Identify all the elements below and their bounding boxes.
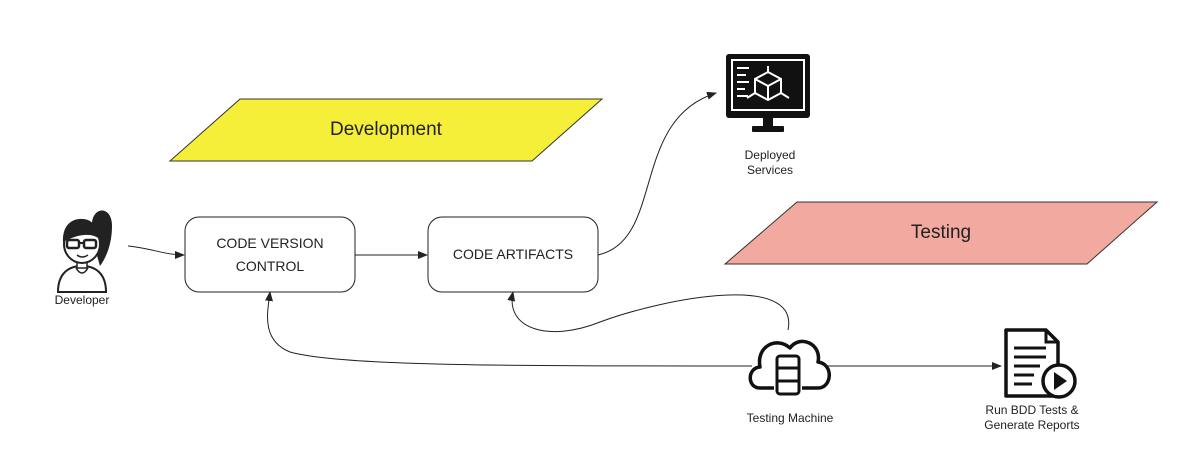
edge-developer-to-vcs [127, 245, 185, 259]
deployed-node: Deployed Services [726, 54, 810, 177]
edge-testing-to-artifacts [507, 291, 790, 333]
artifacts-node: CODE ARTIFACTS [427, 216, 599, 293]
edge-artifacts-to-deployed [597, 91, 717, 256]
deployed-label-line1: Deployed [745, 148, 796, 162]
document-play-icon [1004, 328, 1077, 399]
reports-node: Run BDD Tests & Generate Reports [984, 328, 1080, 432]
monitor-icon [726, 54, 810, 132]
vcs-label-line2: CONTROL [236, 258, 305, 274]
testing-label: Testing [911, 222, 971, 243]
artifacts-label: CODE ARTIFACTS [453, 246, 573, 262]
reports-label-line1: Run BDD Tests & [985, 403, 1078, 417]
deployed-label-line2: Services [747, 163, 793, 177]
developer-avatar-icon [56, 210, 112, 293]
reports-label-line2: Generate Reports [984, 418, 1079, 432]
testing-machine-label: Testing Machine [747, 411, 834, 425]
developer-label: Developer [55, 293, 110, 307]
development-label: Development [330, 119, 443, 140]
vcs-box [184, 216, 356, 293]
vcs-label-line1: CODE VERSION [216, 235, 323, 251]
development-phase: Development [168, 98, 604, 162]
testing-phase: Testing [723, 201, 1159, 265]
testing-parallelogram [723, 201, 1159, 265]
testing-machine-node: Testing Machine [747, 339, 834, 425]
vcs-node: CODE VERSION CONTROL [184, 216, 356, 293]
edge-testing-to-vcs [265, 291, 753, 367]
cloud-database-icon [748, 339, 831, 396]
developer-node: Developer [55, 210, 112, 307]
artifacts-box [427, 216, 599, 293]
development-parallelogram [168, 98, 604, 162]
